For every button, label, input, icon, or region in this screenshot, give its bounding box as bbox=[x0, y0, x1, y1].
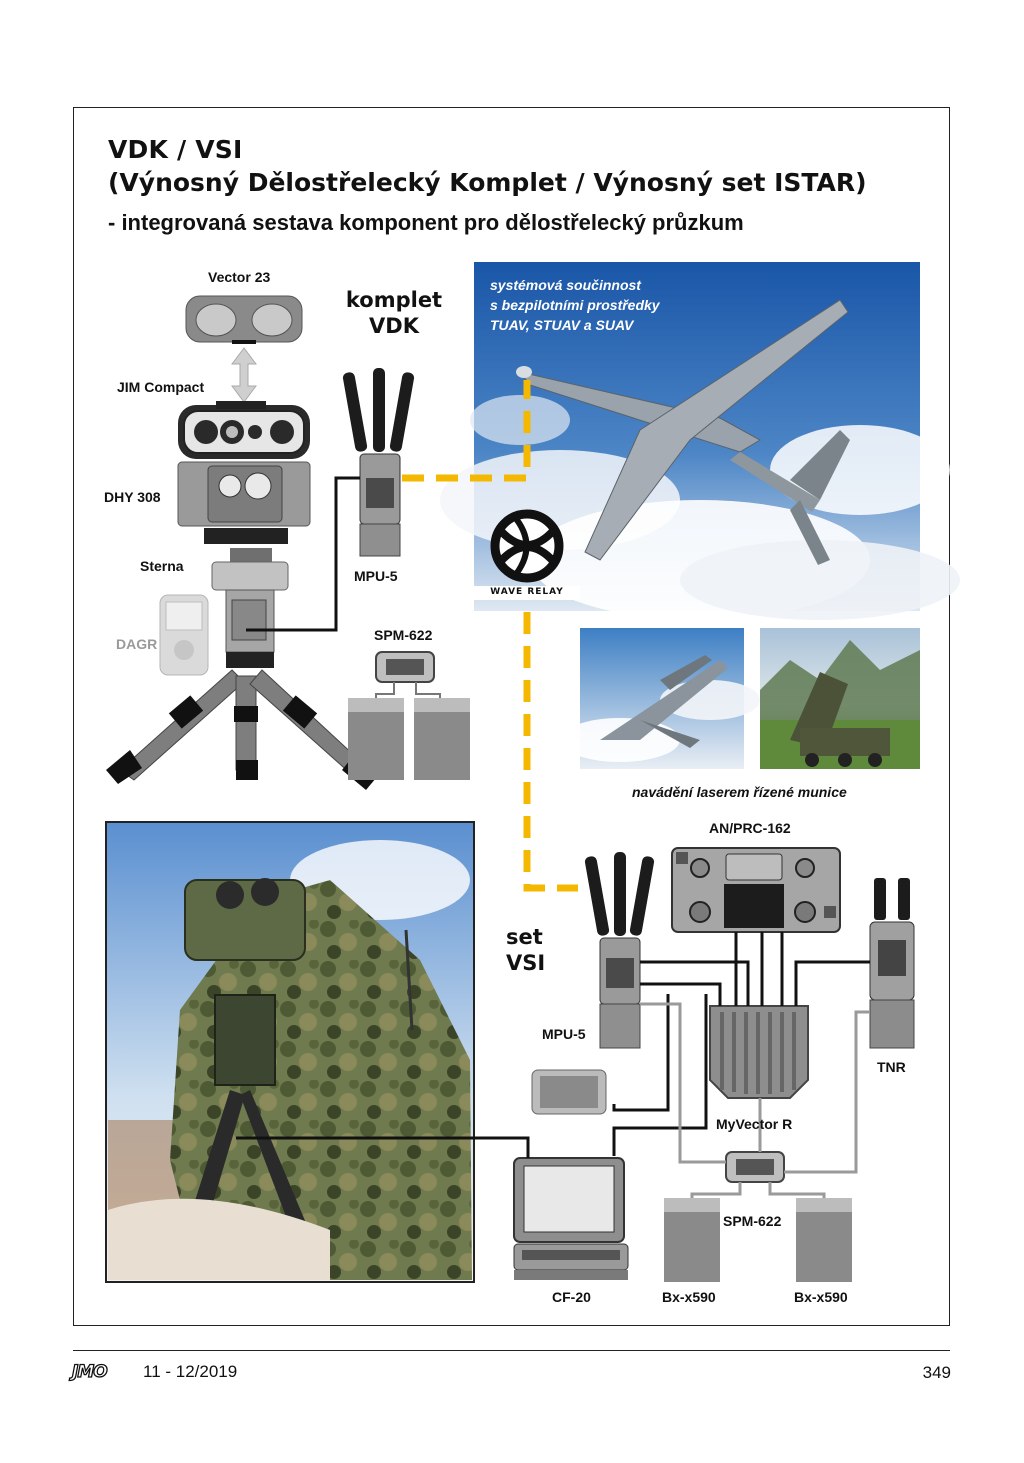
spm622-top-device bbox=[348, 651, 470, 780]
page-frame bbox=[73, 107, 950, 1326]
label-bx-x590-1: Bx-x590 bbox=[662, 1289, 716, 1305]
label-set-line1: set bbox=[506, 925, 543, 949]
label-cf20: CF-20 bbox=[552, 1289, 591, 1305]
footer-logo: JMO bbox=[71, 1361, 108, 1382]
soldier-photo bbox=[105, 821, 475, 1283]
myvector-r-device bbox=[709, 1005, 809, 1099]
jet-photo bbox=[560, 628, 760, 769]
vector23-device bbox=[185, 295, 303, 403]
footer-rule bbox=[73, 1350, 950, 1351]
label-komplet-line2: VDK bbox=[369, 314, 419, 338]
page-title: VDK / VSI bbox=[108, 135, 243, 164]
dhy308-device bbox=[177, 461, 311, 544]
page-title-expanded: (Výnosný Dělostřelecký Komplet / Výnosný… bbox=[108, 168, 867, 197]
label-komplet-vdk: komplet VDK bbox=[338, 287, 450, 339]
spm622-bottom-device bbox=[664, 1151, 852, 1282]
dagr-device bbox=[159, 594, 209, 676]
label-tnr: TNR bbox=[877, 1059, 906, 1075]
black-cables bbox=[236, 932, 870, 1158]
mpu5-top-device bbox=[342, 368, 415, 557]
uav-caption: systémová součinnost s bezpilotními pros… bbox=[490, 275, 660, 335]
label-spm622-top: SPM-622 bbox=[374, 627, 433, 643]
label-myvector-r: MyVector R bbox=[716, 1116, 793, 1132]
anprc162-device bbox=[671, 847, 841, 933]
uav-caption-line3: TUAV, STUAV a SUAV bbox=[490, 317, 634, 333]
label-vector23: Vector 23 bbox=[208, 269, 271, 285]
label-set-vsi: set VSI bbox=[506, 924, 568, 976]
uav-caption-line2: s bezpilotními prostředky bbox=[490, 297, 660, 313]
tripod bbox=[106, 669, 376, 790]
label-komplet-line1: komplet bbox=[345, 288, 443, 312]
label-mpu5-bottom: MPU-5 bbox=[542, 1026, 586, 1042]
label-sterna: Sterna bbox=[140, 558, 184, 574]
page-subtitle: - integrovaná sestava komponent pro dělo… bbox=[108, 210, 744, 235]
label-set-line2: VSI bbox=[506, 951, 546, 975]
label-bx-x590-2: Bx-x590 bbox=[794, 1289, 848, 1305]
label-spm622-bottom: SPM-622 bbox=[723, 1213, 782, 1229]
footer-page-number: 349 bbox=[922, 1363, 951, 1382]
wave-relay-logo bbox=[474, 509, 580, 600]
laser-guidance-caption: navádění laserem řízené munice bbox=[632, 784, 847, 800]
sterna-device bbox=[211, 548, 289, 668]
label-dagr: DAGR bbox=[116, 636, 158, 652]
display-unit bbox=[531, 1069, 607, 1115]
mpu5-bottom-device bbox=[584, 852, 655, 1049]
label-dhy308: DHY 308 bbox=[104, 489, 161, 505]
footer-issue-date: 11 - 12/2019 bbox=[143, 1362, 238, 1381]
wave-relay-text: WAVE RELAY bbox=[490, 587, 564, 597]
cf20-laptop bbox=[513, 1157, 629, 1280]
grey-cables bbox=[640, 1002, 870, 1198]
label-jim-compact: JIM Compact bbox=[117, 379, 205, 395]
label-mpu5-top: MPU-5 bbox=[354, 568, 398, 584]
label-anprc162: AN/PRC-162 bbox=[709, 820, 791, 836]
launcher-photo bbox=[760, 628, 920, 769]
tnr-device bbox=[869, 878, 915, 1049]
jim-compact-device bbox=[178, 401, 310, 459]
uav-caption-line1: systémová součinnost bbox=[490, 277, 641, 293]
